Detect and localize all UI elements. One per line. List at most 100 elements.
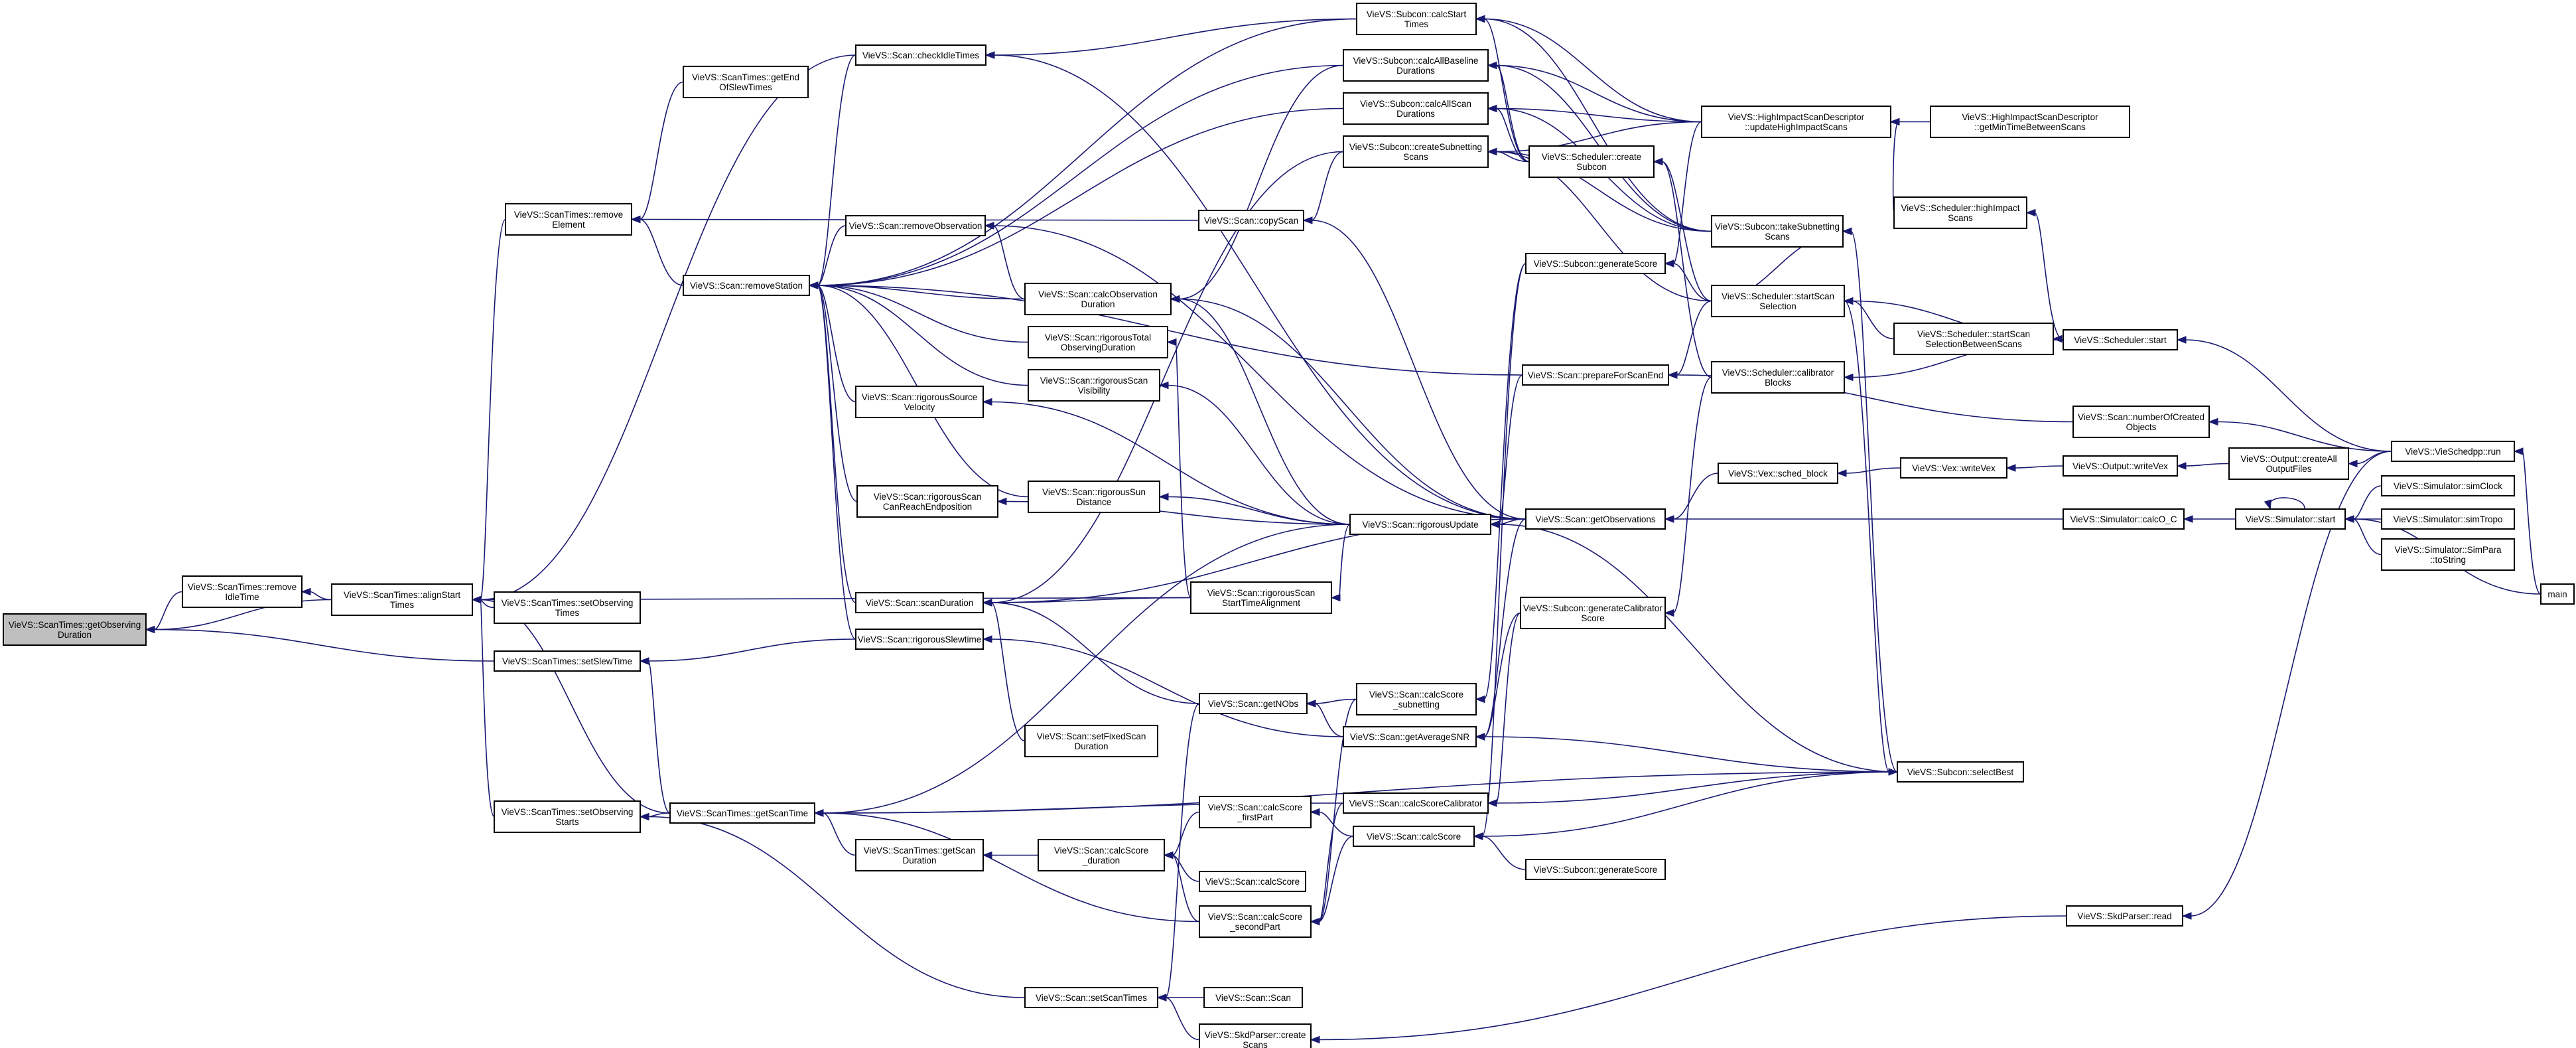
node-calc-score-main[interactable]: VieVS::Scan::calcScore (1353, 826, 1475, 847)
node-label: Distance (1077, 497, 1112, 507)
edge-generate-score-to-calc-score-subnetting (1475, 263, 1526, 704)
node-calc-score-duration[interactable]: VieVS::Scan::calcScore_duration (1038, 839, 1165, 871)
node-label: VieVS::HighImpactScanDescriptor (1728, 112, 1865, 122)
edge-select-best-to-take-subnetting-scans (1842, 227, 1898, 773)
edge-rigorous-scan-visibility-to-remove-station (808, 281, 1029, 386)
edge-get-average-snr-to-rigorous-slewtime (982, 635, 1344, 737)
node-box (1024, 283, 1172, 315)
node-label: Blocks (1765, 378, 1791, 388)
node-label: VieVS::ScanTimes::getObserving (9, 620, 141, 630)
node-label: _secondPart (1229, 922, 1280, 932)
node-generate-score[interactable]: VieVS::Subcon::generateScore (1525, 253, 1666, 274)
node-label: Duration (1081, 299, 1115, 309)
node-calc-score-calibrator[interactable]: VieVS::Scan::calcScoreCalibrator (1343, 792, 1489, 814)
node-label: VieVS::ScanTimes::getScanTime (677, 808, 808, 818)
node-label: VieVS::Vex::writeVex (1912, 463, 1996, 473)
node-calc-score-subnetting[interactable]: VieVS::Scan::calcScore_subnetting (1356, 683, 1477, 715)
node-calc-oc[interactable]: VieVS::Simulator::calcO_C (2063, 508, 2185, 530)
node-scheduler-start[interactable]: VieVS::Scheduler::start (2063, 329, 2178, 350)
edge-rigorous-slewtime-to-set-slew-time (639, 638, 856, 665)
node-label: VieVS::Scan::removeStation (690, 281, 803, 291)
node-remove-observation[interactable]: VieVS::Scan::removeObservation (845, 215, 986, 236)
node-prepare-for-scan-end[interactable]: VieVS::Scan::prepareForScanEnd (1522, 364, 1669, 386)
edge-start-scan-selection-to-select-best (1844, 300, 1899, 776)
node-box (2235, 508, 2346, 530)
edge-align-start-times-to-remove-idle-time (301, 587, 332, 601)
node-sched-block[interactable]: VieVS::Vex::sched_block (1718, 463, 1838, 484)
node-rigorous-scan-can-reach-endposition[interactable]: VieVS::Scan::rigorousScanCanReachEndposi… (856, 485, 998, 518)
node-update-high-impact-scans[interactable]: VieVS::HighImpactScanDescriptor::updateH… (1701, 106, 1891, 138)
node-sim-clock[interactable]: VieVS::Simulator::simClock (2381, 475, 2515, 496)
node-sim-tropo[interactable]: VieVS::Simulator::simTropo (2381, 508, 2515, 530)
node-write-vex-vex[interactable]: VieVS::Vex::writeVex (1900, 457, 2007, 479)
node-box (1343, 49, 1489, 82)
node-subcon-generate-score2[interactable]: VieVS::Subcon::generateScore (1525, 859, 1666, 880)
node-vie-schedpp-run[interactable]: VieVS::VieSchedpp::run (2391, 441, 2515, 462)
node-start-scan-selection-between-scans[interactable]: VieVS::Scheduler::startScanSelectionBetw… (1893, 323, 2054, 355)
node-rigorous-slewtime[interactable]: VieVS::Scan::rigorousSlewtime (855, 629, 984, 650)
node-box (1024, 987, 1158, 1008)
node-label: VieVS::Subcon::generateCalibrator (1523, 603, 1662, 613)
node-get-average-snr[interactable]: VieVS::Scan::getAverageSNR (1343, 726, 1477, 747)
node-get-scan-time[interactable]: VieVS::ScanTimes::getScanTime (669, 802, 815, 824)
node-box (1356, 683, 1477, 715)
edge-set-observing-times-to-align-start-times (471, 595, 495, 609)
node-check-idle-times[interactable]: VieVS::Scan::checkIdleTimes (855, 44, 986, 66)
node-main[interactable]: main (2540, 583, 2575, 605)
node-set-slew-time[interactable]: VieVS::ScanTimes::setSlewTime (494, 650, 641, 672)
node-sim-para-to-string[interactable]: VieVS::Simulator::SimPara::toString (2381, 538, 2515, 571)
node-rigorous-scan-start-time-alignment[interactable]: VieVS::Scan::rigorousScanStartTimeAlignm… (1190, 581, 1332, 614)
node-layer: VieVS::ScanTimes::getObservingDurationVi… (3, 3, 2575, 1048)
node-get-min-time-between-scans[interactable]: VieVS::HighImpactScanDescriptor::getMinT… (1930, 106, 2130, 138)
node-get-observations[interactable]: VieVS::Scan::getObservations (1525, 508, 1666, 530)
node-calc-score-second-part[interactable]: VieVS::Scan::calcScore_secondPart (1199, 905, 1312, 938)
node-rigorous-total-observing-duration[interactable]: VieVS::Scan::rigorousTotalObservingDurat… (1028, 326, 1168, 358)
node-skd-read[interactable]: VieVS::SkdParser::read (2066, 905, 2183, 927)
node-output-write-vex[interactable]: VieVS::Output::writeVex (2063, 455, 2178, 477)
node-label: VieVS::Scan::calcScore (1208, 802, 1302, 812)
node-rigorous-update[interactable]: VieVS::Scan::rigorousUpdate (1349, 514, 1491, 535)
edge-simulator-start-to-simulator-start (2264, 497, 2306, 510)
node-remove-station[interactable]: VieVS::Scan::removeStation (683, 275, 810, 296)
edge-set-slew-time-to-get-observing-duration (145, 625, 495, 662)
node-scan-duration[interactable]: VieVS::Scan::scanDuration (855, 592, 984, 613)
node-copy-scan[interactable]: VieVS::Scan::copyScan (1198, 210, 1304, 231)
node-box (2072, 406, 2210, 438)
node-get-nobs[interactable]: VieVS::Scan::getNObs (1199, 693, 1308, 714)
node-calc-score-simple[interactable]: VieVS::Scan::calcScore (1199, 871, 1306, 892)
node-label: VieVS::Scan::getObservations (1535, 514, 1656, 524)
node-box (1024, 725, 1158, 757)
node-label: VieVS::Scan::copyScan (1204, 216, 1298, 226)
node-simulator-start[interactable]: VieVS::Simulator::start (2235, 508, 2346, 530)
node-calc-score-first-part[interactable]: VieVS::Scan::calcScore_firstPart (1199, 796, 1312, 828)
node-set-scan-times[interactable]: VieVS::Scan::setScanTimes (1024, 987, 1158, 1008)
node-scan-ctor[interactable]: VieVS::Scan::Scan (1203, 987, 1303, 1008)
node-select-best[interactable]: VieVS::Subcon::selectBest (1897, 761, 2024, 783)
